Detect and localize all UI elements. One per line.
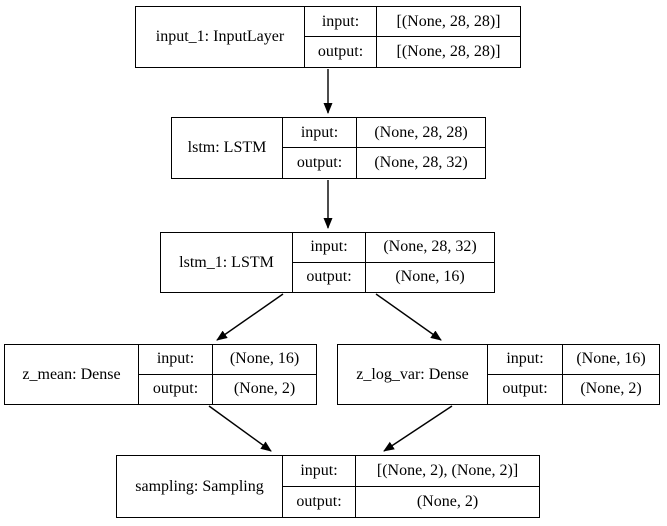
input-label: input: [139, 345, 213, 375]
input-label: input: [305, 7, 377, 37]
layer-node-z-mean: z_mean: Dense input: (None, 16) output: … [4, 344, 317, 405]
input-label: input: [293, 233, 366, 263]
layer-node-lstm-1: lstm_1: LSTM input: (None, 28, 32) outpu… [160, 232, 495, 293]
layer-name: z_log_var: Dense [338, 345, 488, 404]
input-shape: [(None, 2), (None, 2)] [356, 456, 539, 487]
output-shape: [(None, 28, 28)] [396, 43, 501, 60]
output-shape: (None, 2) [416, 492, 479, 510]
layer-node-input-1: input_1: InputLayer input: [(None, 28, 2… [135, 6, 521, 68]
output-shape: (None, 2) [580, 380, 642, 398]
output-label: output: [488, 374, 563, 404]
layer-node-sampling: sampling: Sampling input: [(None, 2), (N… [116, 455, 540, 518]
input-label: input: [488, 345, 563, 375]
input-label: input: [283, 118, 357, 148]
output-label: output: [283, 148, 357, 178]
input-shape: (None, 16) [213, 345, 316, 375]
layer-name: lstm_1: LSTM [161, 233, 293, 292]
edge-lstm1-to-zmean [216, 293, 284, 341]
input-shape: (None, 16) [563, 345, 659, 375]
edge-zmean-to-sampling [208, 405, 272, 452]
input-label: input: [283, 456, 356, 487]
input-shape: (None, 28, 28) [357, 118, 485, 148]
output-shape: (None, 28, 32) [374, 154, 468, 171]
output-label: output: [293, 262, 366, 292]
edge-lstm1-to-zlogvar [375, 293, 442, 341]
layer-node-z-log-var: z_log_var: Dense input: (None, 16) outpu… [337, 344, 660, 405]
output-shape: (None, 2) [233, 380, 296, 398]
layer-name: lstm: LSTM [172, 118, 283, 178]
output-label: output: [305, 37, 377, 67]
output-label: output: [283, 486, 356, 517]
output-label: output: [139, 374, 213, 404]
layer-name: sampling: Sampling [117, 456, 283, 517]
output-shape: (None, 16) [395, 268, 465, 286]
layer-name: input_1: InputLayer [136, 7, 305, 67]
layer-name: z_mean: Dense [5, 345, 139, 404]
layer-node-lstm: lstm: LSTM input: (None, 28, 28) output:… [171, 117, 486, 179]
input-shape: [(None, 28, 28)] [377, 7, 520, 37]
edge-zlogvar-to-sampling [383, 405, 453, 452]
input-shape: (None, 28, 32) [366, 233, 494, 263]
